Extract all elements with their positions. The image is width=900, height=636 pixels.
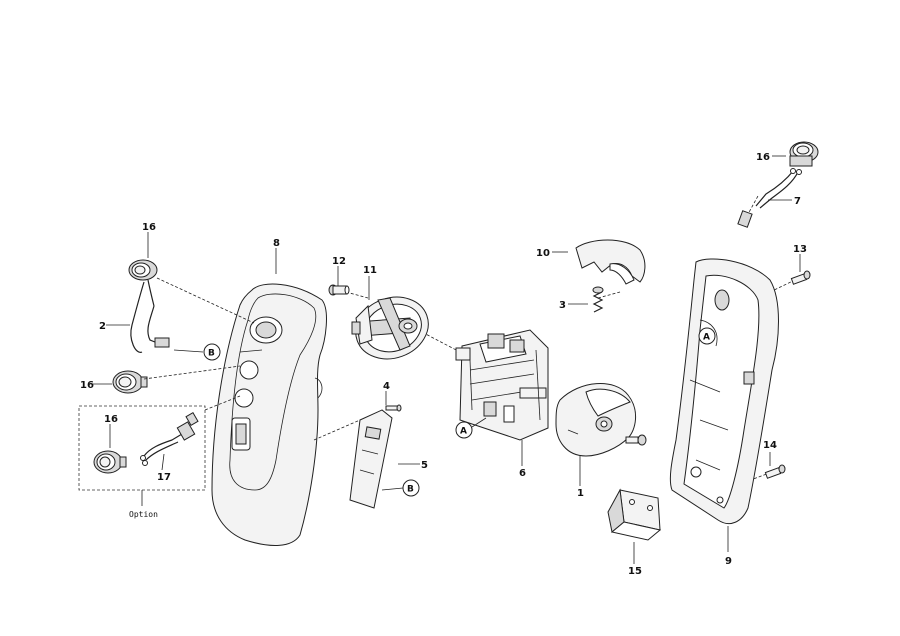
push-button-top-right [789, 141, 819, 167]
screw-near-knob [625, 434, 647, 446]
gear-mechanism [455, 329, 549, 441]
push-button-mid-left [112, 370, 148, 394]
callout-16-top-left: 16 [142, 222, 156, 233]
callout-11: 11 [363, 265, 377, 276]
callout-13: 13 [793, 244, 807, 255]
push-button-top-left [128, 259, 170, 353]
side-bracket [669, 258, 779, 524]
control-housing [211, 283, 327, 546]
cover-plate [349, 409, 393, 509]
svg-text:A: A [703, 333, 710, 343]
callout-2: 2 [99, 321, 106, 332]
wire-harness-7 [737, 168, 802, 228]
mount-bracket [607, 488, 662, 541]
marker-b-left: B [203, 343, 221, 361]
callout-16-option: 16 [104, 414, 118, 425]
callout-17: 17 [157, 472, 171, 483]
push-button-option [93, 450, 127, 474]
callout-1: 1 [577, 488, 584, 499]
hand-wheel [351, 296, 429, 360]
callout-14: 14 [763, 440, 777, 451]
callout-15: 15 [628, 566, 642, 577]
svg-text:B: B [407, 485, 414, 495]
control-knob [555, 383, 636, 457]
pin-part [328, 284, 350, 296]
callout-7: 7 [794, 196, 801, 207]
callout-6: 6 [519, 468, 526, 479]
callout-4: 4 [383, 381, 390, 392]
cap-part [575, 239, 646, 285]
callout-10: 10 [536, 248, 550, 259]
callout-16-top-right: 16 [756, 152, 770, 163]
screw-part-4 [385, 404, 402, 412]
callout-12: 12 [332, 256, 346, 267]
callout-16-mid-left: 16 [80, 380, 94, 391]
callout-9: 9 [725, 556, 732, 567]
screw-part-14 [764, 464, 786, 479]
callout-3: 3 [559, 300, 566, 311]
option-group-box [78, 405, 206, 491]
callout-8: 8 [273, 238, 280, 249]
marker-b-bottom: B [381, 479, 420, 497]
svg-text:B: B [208, 349, 215, 359]
marker-a-bracket: A [698, 327, 716, 345]
callout-5: 5 [421, 460, 428, 471]
spring-part [592, 286, 604, 313]
marker-a-mechanism: A [455, 417, 487, 439]
screw-part-13 [790, 270, 811, 285]
wire-harness-option [140, 411, 199, 466]
option-label: Option [129, 510, 158, 519]
svg-text:A: A [460, 427, 467, 437]
